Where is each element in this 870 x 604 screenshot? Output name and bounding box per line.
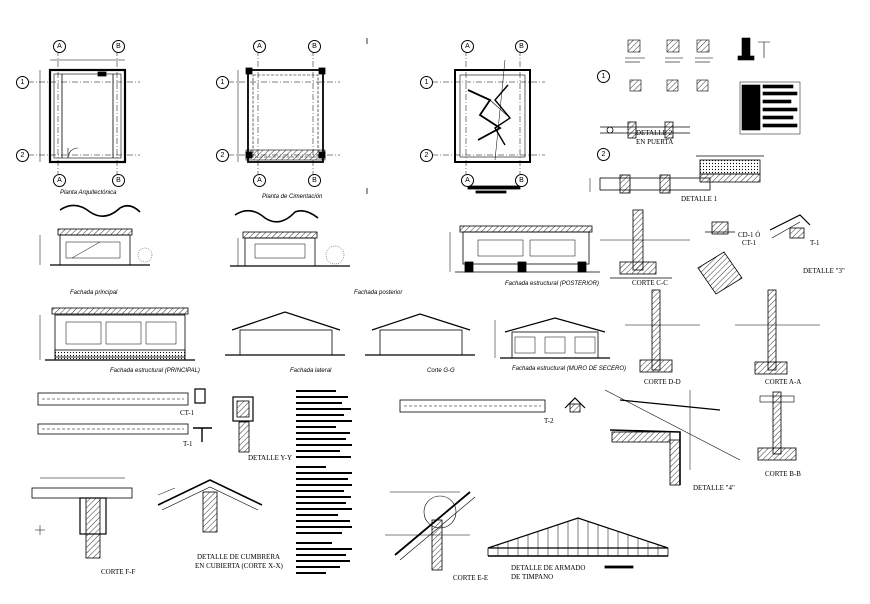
grid-axis-2: 2 (16, 149, 29, 162)
detail-4-roof (604, 389, 741, 486)
grid-axis-2: 2 (420, 149, 433, 162)
grid-axis-b: B (308, 40, 321, 53)
elevation-structural-wall (494, 317, 610, 359)
detail-cd1 (705, 221, 735, 235)
label-de-timpano: DE TIMPANO (511, 573, 554, 581)
elevation-rear (230, 209, 350, 267)
grid-axis-a: A (253, 40, 266, 53)
label-fachada-estructural-muro: Fachada estructural (MURO DE SECERO) (512, 366, 627, 372)
section-g-g (365, 313, 475, 356)
grid-axis-a: A (53, 40, 66, 53)
elevation-structural-rear (449, 225, 600, 273)
label-fachada-estructural-posterior: Fachada estructural (POSTERIOR) (505, 281, 600, 287)
label-planta-cimentacion: Planta de Cimentación (262, 194, 323, 200)
spec-text-block (296, 390, 352, 574)
label-fachada-posterior: Fachada posterior (354, 290, 403, 296)
label-detalle-cumbrera: DETALLE DE CUMBRERA (197, 553, 281, 561)
detail-3 (697, 214, 811, 295)
grid-axis-b: B (112, 174, 125, 187)
grid-axis-1: 1 (16, 76, 29, 89)
section-f-f (31, 477, 133, 559)
label-detalle-2: DETALLE 2 (636, 129, 673, 137)
detail-2-door (600, 121, 690, 139)
detail-1 (589, 155, 764, 194)
plan-architectural (28, 50, 140, 180)
label-fachada-lateral: Fachada lateral (290, 368, 332, 374)
label-detalle-1: DETALLE 1 (681, 195, 718, 203)
beam-ct1 (37, 388, 212, 442)
label-en-cubierta: EN CUBIERTA (CORTE X-X) (195, 562, 283, 570)
grid-axis-1: 1 (216, 76, 229, 89)
label-corte-cc: CORTE C-C (632, 279, 668, 287)
grid-axis-1: 1 (597, 70, 610, 83)
section-e-e (385, 491, 476, 571)
grid-axis-b: B (515, 174, 528, 187)
grid-axis-b: B (112, 40, 125, 53)
label-detalle-4: DETALLE "4" (693, 484, 735, 492)
label-ct1: CT-1 (180, 409, 195, 417)
label-corte-aa: CORTE A-A (765, 378, 802, 386)
label-cd1: CD-1 Ó (738, 231, 761, 239)
label-t1: T-1 (183, 440, 193, 448)
label-corte-bb: CORTE B-B (765, 470, 801, 478)
label-ct1-top: CT-1 (742, 239, 757, 247)
label-detalle-3: DETALLE "3" (803, 267, 845, 275)
grid-axis-2: 2 (216, 149, 229, 162)
label-en-puerta: EN PUERTA (636, 138, 674, 146)
label-t2: T-2 (544, 417, 554, 425)
grid-axis-2: 2 (597, 148, 610, 161)
label-corte-gg: Corte G-G (427, 368, 455, 374)
grid-axis-a: A (461, 40, 474, 53)
label-fachada-principal: Fachada principal (70, 290, 118, 296)
elevation-front (39, 204, 153, 266)
section-a-a (735, 289, 820, 375)
label-fachada-estructural-principal: Fachada estructural (PRINCIPAL) (110, 368, 200, 374)
label-corte-ee: CORTE E-E (453, 574, 489, 582)
plan-roof (432, 50, 545, 194)
grid-axis-a: A (253, 174, 266, 187)
column-details-grid (625, 37, 801, 135)
grid-axis-a: A (53, 174, 66, 187)
label-corte-ff: CORTE F-F (101, 568, 136, 576)
section-d-d (625, 289, 700, 373)
grid-axis-1: 1 (420, 76, 433, 89)
grid-axis-b: B (308, 174, 321, 187)
grid-axis-a: A (461, 174, 474, 187)
label-planta-arquitectonica: Planta Arquitectónica (60, 190, 117, 196)
label-corte-dd: CORTE D-D (644, 378, 681, 386)
grid-axis-b: B (515, 40, 528, 53)
beam-t2 (399, 397, 586, 413)
plan-foundation (228, 50, 340, 180)
detail-y-y (232, 396, 254, 453)
detail-ridge (157, 479, 263, 533)
section-c-c (600, 209, 690, 279)
detail-gable-truss (487, 517, 669, 569)
elevation-structural-front (39, 307, 195, 361)
elevation-lateral (225, 311, 345, 356)
label-detalle-yy: DETALLE Y-Y (248, 454, 293, 462)
label-t1-top: T-1 (810, 239, 820, 247)
section-b-b (757, 391, 797, 461)
label-detalle-armado: DETALLE DE ARMADO (511, 564, 586, 572)
